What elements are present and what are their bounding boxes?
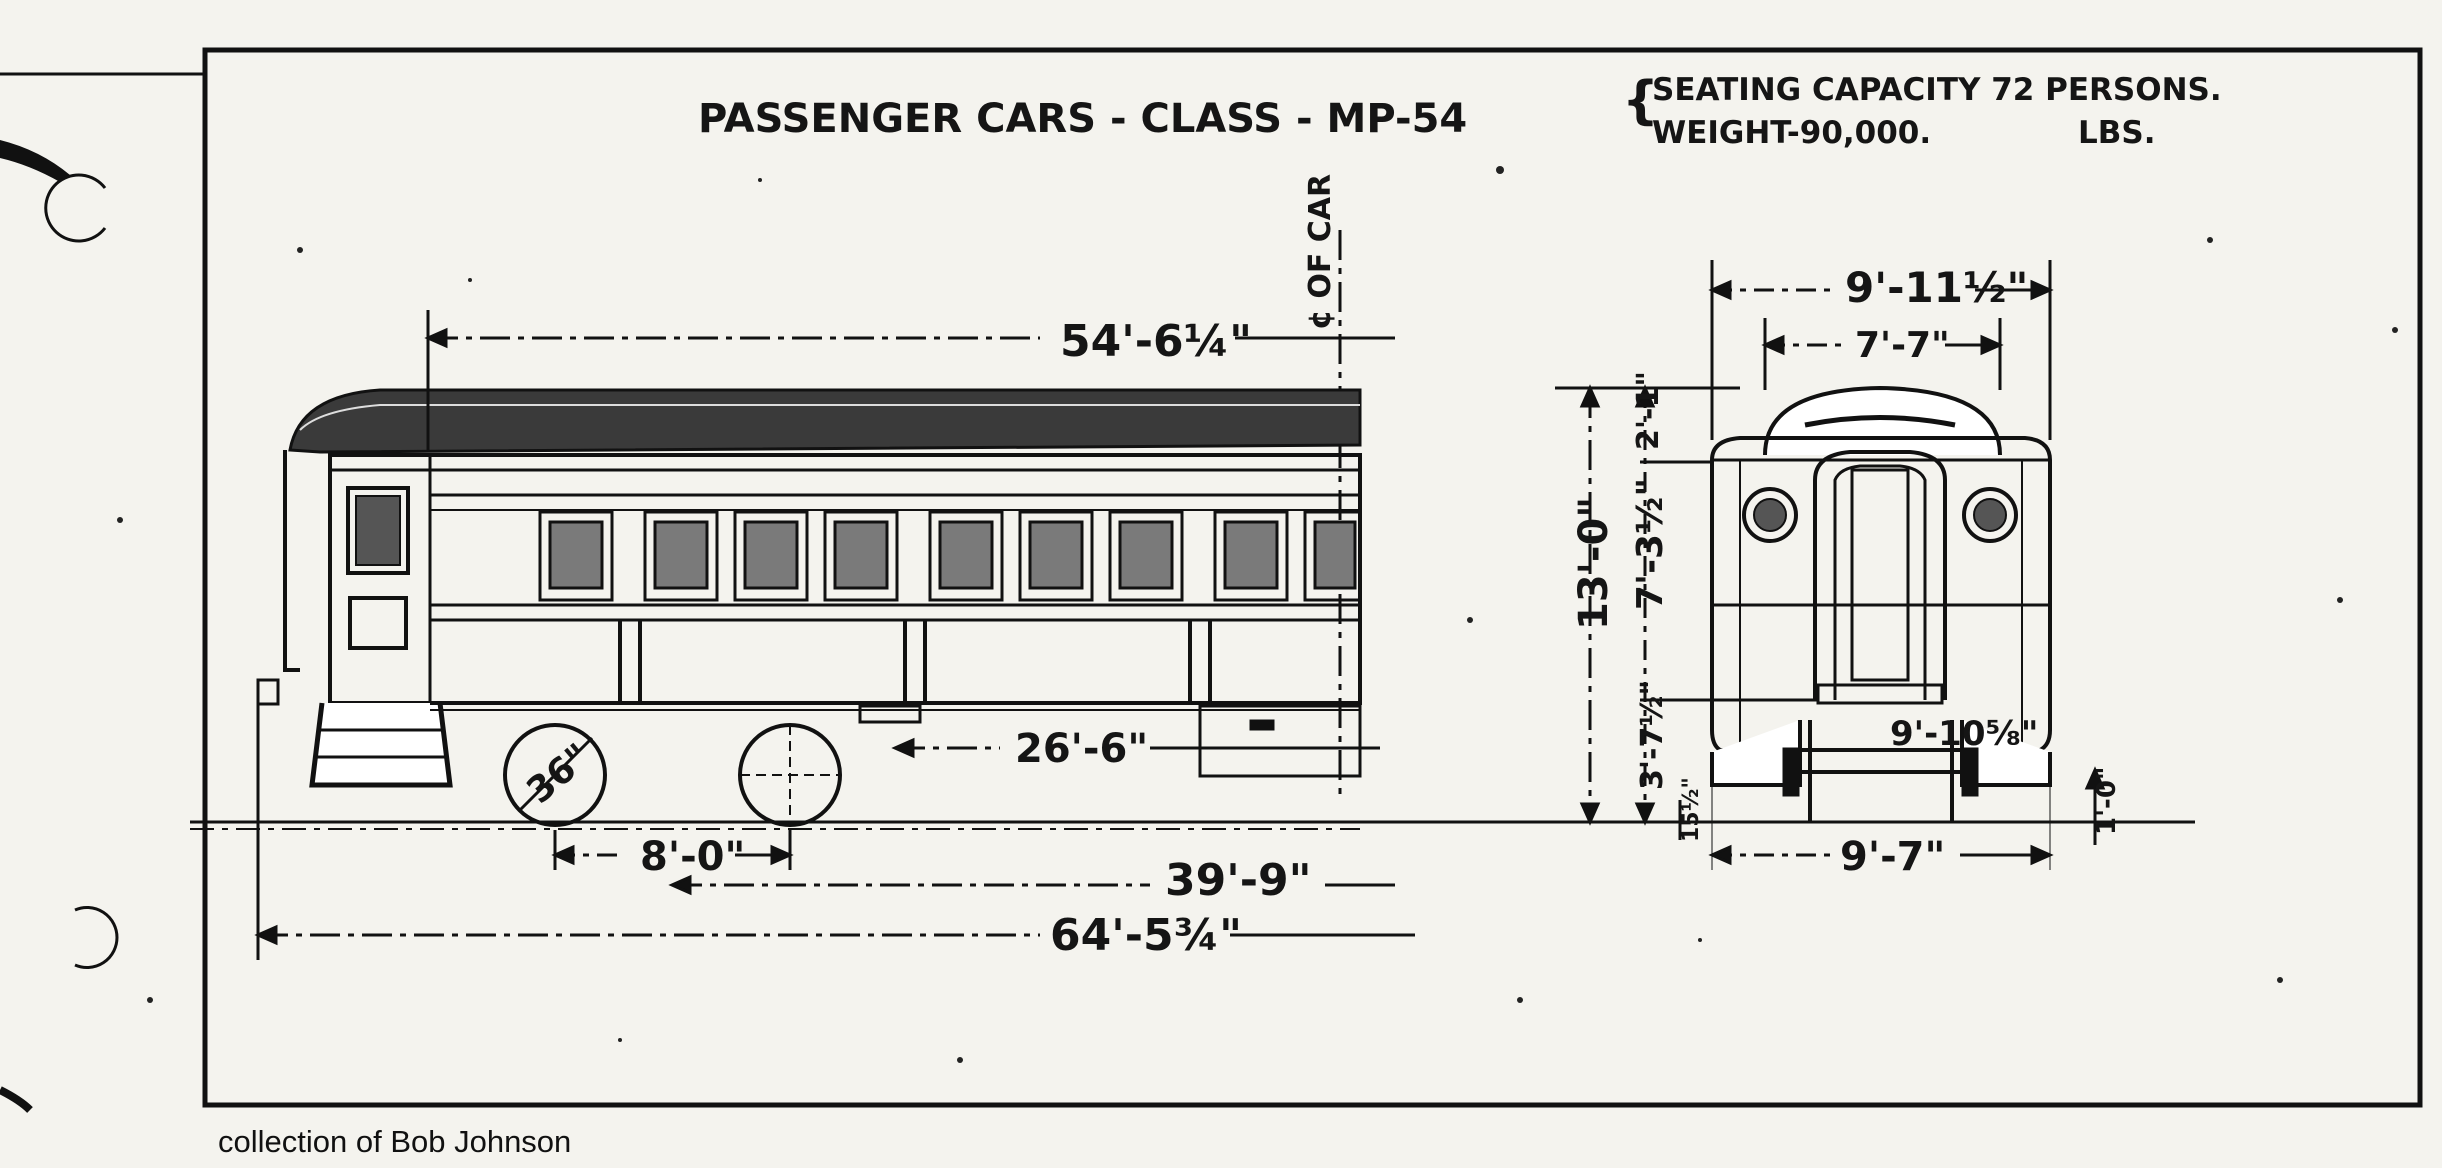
weight-label: WEIGHT-90,000.	[1652, 115, 1931, 151]
dim-step-height: 1'-0"	[2092, 767, 2122, 835]
end-elevation	[1710, 385, 2052, 870]
dim-truck-centers: 39'-9"	[1165, 855, 1312, 906]
dim-truck-wheelbase: 8'-0"	[640, 834, 745, 880]
dim-body-length: 54'-6¼"	[1060, 316, 1252, 367]
dim-roof-width: 7'-7"	[1855, 325, 1950, 366]
dim-underframe-height: 3'-7½"	[1635, 680, 1670, 790]
sheet-border	[202, 47, 2423, 1108]
drawing-title: PASSENGER CARS - CLASS - MP-54	[698, 96, 1467, 142]
centerline-label: ¢ OF CAR	[1303, 174, 1338, 330]
side-dimensions	[254, 310, 1415, 960]
dim-overall-length: 64'-5¾"	[1050, 910, 1242, 961]
dim-roof-height: 2'-1"	[1631, 371, 1666, 450]
weight-unit: LBS.	[2078, 115, 2156, 151]
credit-caption: collection of Bob Johnson	[218, 1124, 572, 1159]
dim-total-height: 13'-0"	[1571, 497, 1617, 630]
dim-rail-clearance: 15½"	[1679, 777, 1704, 842]
end-dimensions	[1555, 260, 2106, 866]
scan-noise	[117, 166, 2398, 1063]
seating-capacity: SEATING CAPACITY 72 PERSONS.	[1652, 72, 2222, 108]
ink-blot	[0, 140, 70, 182]
ring-mark	[44, 173, 107, 243]
svg-text:{: {	[1622, 71, 1659, 131]
dim-body-height: 7'-3½"	[1630, 478, 1671, 610]
dim-truck-from-center: 26'-6"	[1015, 726, 1148, 772]
dim-gauge-width: 9'-7"	[1840, 834, 1945, 880]
dim-truck-width: 9'-10⅝"	[1890, 714, 2038, 754]
dim-overall-width: 9'-11½"	[1845, 263, 2028, 312]
side-elevation	[190, 230, 2195, 830]
